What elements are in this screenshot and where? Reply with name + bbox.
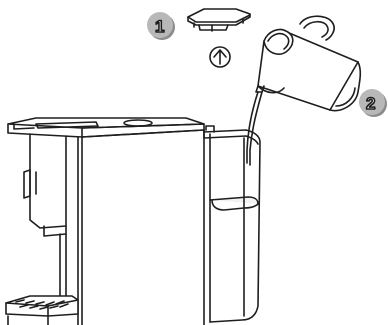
step-2-number: 2 [366,94,375,113]
step-1-badge: 1 [147,12,175,40]
coffee-machine [6,118,204,325]
step-2-badge: 2 [359,89,387,117]
arrow-up-circle-icon [210,47,230,67]
water-tank [204,126,260,322]
water-tank-lid [188,9,250,31]
step-1-number: 1 [155,17,164,36]
water-pitcher [256,16,360,110]
